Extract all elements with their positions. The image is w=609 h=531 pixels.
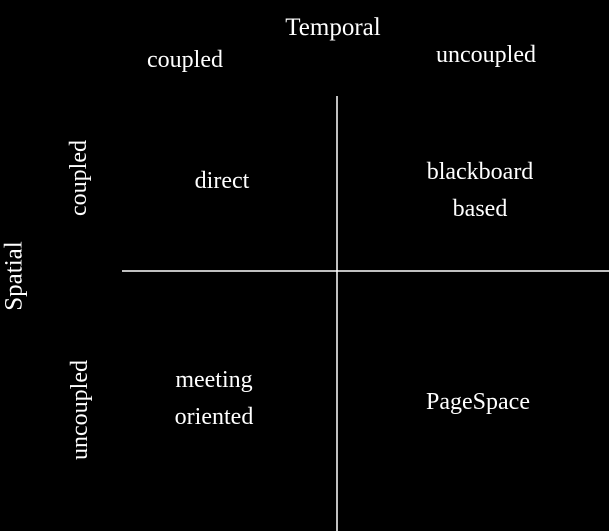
cell-meeting-oriented: meeting oriented (175, 362, 254, 436)
cell-pagespace-line-1: PageSpace (426, 389, 530, 415)
temporal-axis-title: Temporal (285, 14, 381, 41)
cell-pagespace: PageSpace (426, 384, 530, 421)
cell-meeting-line-1: meeting (175, 367, 253, 393)
cell-blackboard-line-2: based (452, 196, 508, 222)
cell-direct-line-1: direct (194, 168, 250, 194)
spatial-coupled-label: coupled (66, 140, 92, 216)
cell-direct: direct (195, 163, 250, 200)
cell-blackboard-line-1: blackboard (426, 159, 534, 185)
temporal-coupled-label: coupled (147, 47, 223, 73)
spatial-axis-title: Spatial (0, 241, 28, 311)
temporal-uncoupled-label: uncoupled (436, 42, 536, 68)
cell-meeting-line-2: oriented (174, 404, 254, 430)
cell-blackboard-based: blackboard based (427, 154, 534, 228)
spatial-uncoupled-label: uncoupled (67, 360, 93, 460)
